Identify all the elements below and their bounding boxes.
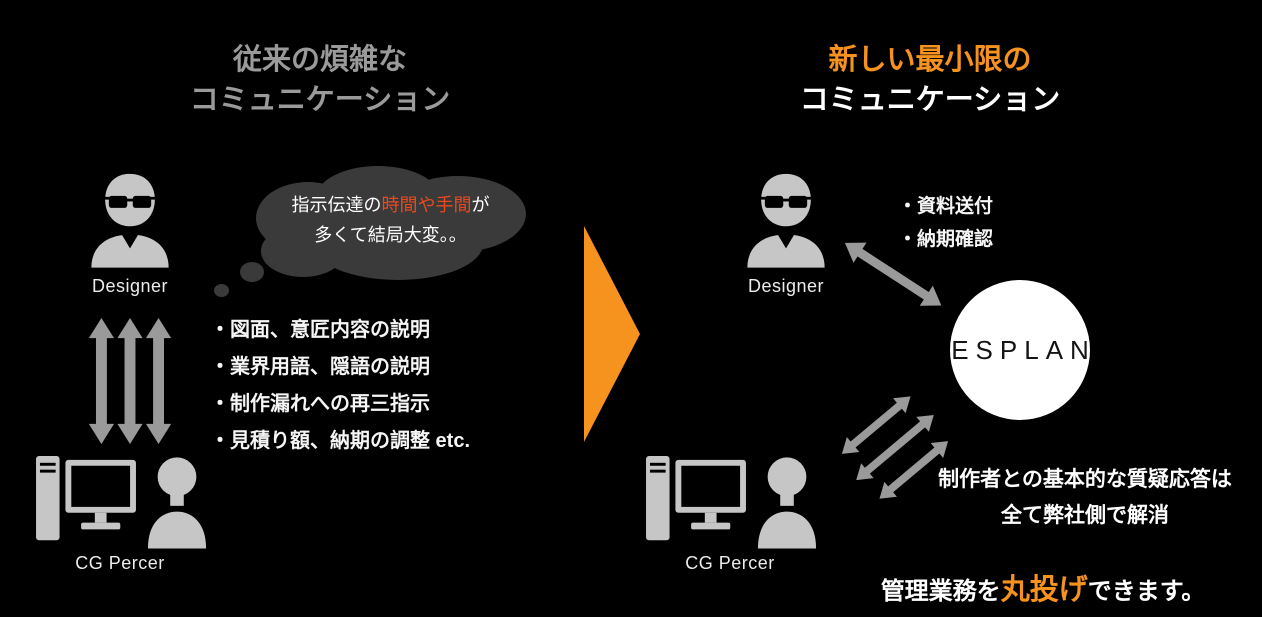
designer-avatar-icon	[84, 168, 176, 268]
before-title-line1: 従来の煩雑な	[232, 44, 407, 76]
computer-icon	[642, 454, 750, 550]
thought-bubble: 指示伝達の時間や手間が 多くて結局大変。。	[248, 156, 533, 288]
designer-label-after: Designer	[747, 276, 825, 296]
designer-label-before: Designer	[91, 276, 169, 296]
bidirectional-arrows-icon	[88, 306, 172, 456]
cg-percer-label-after: CG Percer	[685, 553, 775, 573]
before-bullet: ・見積り額、納期の調整 etc.	[210, 430, 471, 452]
before-bullet-list: ・図面、意匠内容の説明 ・業界用語、隠語の説明 ・制作漏れへの再三指示 ・見積り…	[210, 312, 470, 460]
after-title-line1: 新しい最小限の	[828, 44, 1032, 76]
esplan-badge: ESPLAN	[950, 280, 1090, 420]
computer-icon	[32, 454, 140, 550]
after-title: 新しい最小限の コミュニケーション	[770, 40, 1090, 120]
after-bullet: ・資料送付	[898, 196, 994, 217]
after-bullet-list: ・資料送付 ・納期確認	[898, 190, 993, 256]
before-bullet: ・図面、意匠内容の説明	[210, 319, 430, 341]
qa-note-line2: 全て弊社側で解消	[1001, 504, 1169, 527]
qa-note-line1: 制作者との基本的な質疑応答は	[938, 468, 1232, 491]
cg-percer-label-before: CG Percer	[75, 553, 165, 573]
bottom-headline: 管理業務を丸投げできます。	[858, 566, 1228, 608]
before-title: 従来の煩雑な コミュニケーション	[170, 40, 470, 120]
thought-cloud-icon	[256, 166, 526, 280]
bottom-headline-pre: 管理業務を	[880, 578, 1001, 605]
bottom-headline-highlight: 丸投げ	[1000, 574, 1088, 606]
thought-highlight: 時間や手間	[381, 195, 472, 215]
before-bullet: ・制作漏れへの再三指示	[210, 393, 430, 415]
cgpercer-esplan-arrows-icon	[836, 392, 954, 504]
designer-esplan-arrow-icon	[838, 232, 949, 316]
after-title-line2: コミュニケーション	[799, 84, 1061, 116]
esplan-label: ESPLAN	[951, 334, 1096, 365]
before-bullet: ・業界用語、隠語の説明	[210, 356, 430, 378]
qa-note: 制作者との基本的な質疑応答は 全て弊社側で解消	[935, 462, 1235, 534]
thought-tail-bubble-large	[240, 262, 264, 282]
bottom-headline-post: できます。	[1087, 578, 1206, 605]
designer-avatar-icon	[740, 168, 832, 268]
thought-line2: 多くて結局大変。。	[314, 225, 467, 245]
thought-line1: 指示伝達の時間や手間が	[291, 195, 490, 215]
transition-arrow-icon	[584, 226, 640, 442]
before-title-line2: コミュニケーション	[189, 84, 451, 116]
person-icon	[146, 452, 208, 550]
after-bullet: ・納期確認	[898, 229, 994, 250]
thought-tail-bubble-small	[214, 284, 229, 297]
thought-bubble-text: 指示伝達の時間や手間が 多くて結局大変。。	[248, 190, 533, 250]
person-icon	[756, 452, 818, 550]
